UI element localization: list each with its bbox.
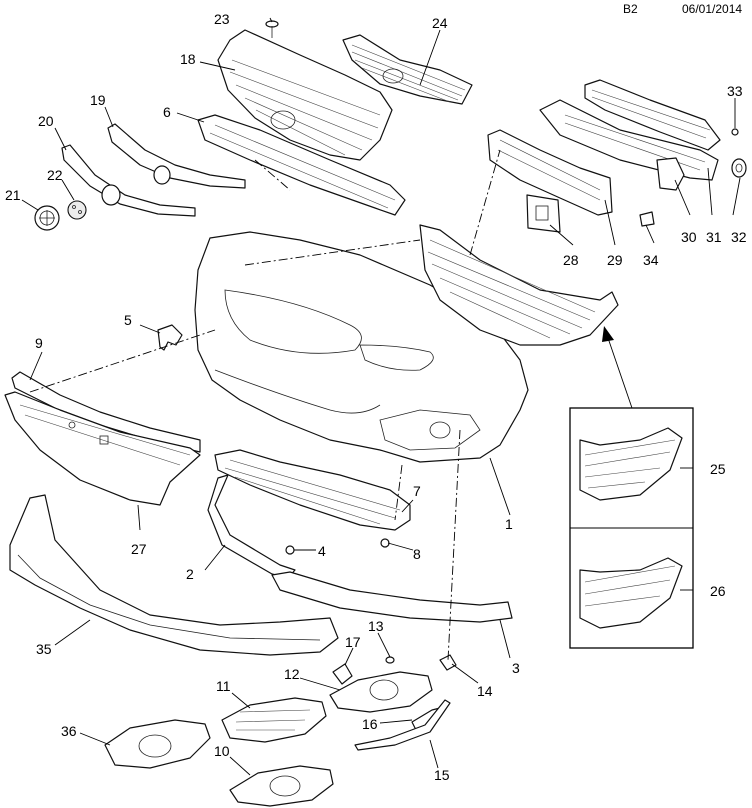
page-code: B2	[623, 2, 638, 16]
callout-15: 15	[434, 767, 450, 783]
part-29-air-guide	[487, 129, 613, 216]
part-22-emblem-cap	[67, 200, 87, 220]
part-12-fog-bezel	[329, 671, 433, 713]
callout-9: 9	[35, 335, 43, 351]
callout-7: 7	[413, 483, 421, 499]
callout-17: 17	[345, 634, 361, 650]
part-lower-grille	[419, 224, 619, 346]
callout-4: 4	[318, 543, 326, 559]
part-24-grille-insert	[342, 34, 473, 105]
part-2-strip	[207, 474, 296, 579]
callout-19: 19	[90, 92, 106, 108]
callout-26: 26	[710, 583, 726, 599]
callout-8: 8	[413, 546, 421, 562]
callout-1: 1	[505, 516, 513, 532]
callout-28: 28	[563, 252, 579, 268]
callout-24: 24	[432, 15, 448, 31]
part-6-bracket	[197, 114, 406, 216]
part-5-bracket	[157, 324, 183, 351]
inset-panel	[569, 407, 694, 649]
part-14-clip	[439, 654, 457, 671]
callout-18: 18	[180, 51, 196, 67]
callout-36: 36	[61, 723, 77, 739]
leader-lines	[21, 17, 741, 776]
part-28-plate	[526, 194, 561, 233]
callout-11: 11	[216, 678, 231, 694]
callout-3: 3	[512, 660, 520, 676]
callout-23: 23	[214, 11, 230, 27]
part-17-clip	[332, 663, 353, 685]
part-1-bumper-fascia	[194, 231, 529, 463]
part-21-emblem	[34, 205, 60, 231]
part-15-chrome-strip	[354, 699, 451, 751]
part-36-fog-bezel	[104, 719, 211, 769]
callout-33: 33	[727, 83, 743, 99]
part-10-fog-bezel	[229, 765, 334, 807]
part-3-molding	[271, 571, 513, 623]
callout-2: 2	[186, 566, 194, 582]
part-8-fastener	[380, 538, 390, 548]
part-33-screw	[731, 128, 739, 136]
part-19-chrome-strip	[107, 123, 246, 189]
part-9-trim	[11, 371, 201, 453]
part-23-screw	[265, 20, 279, 38]
part-20-chrome-strip	[61, 144, 196, 217]
part-18-main-grille	[217, 29, 393, 161]
part-30-actuator	[656, 157, 685, 191]
callout-31: 31	[706, 229, 722, 245]
callout-6: 6	[163, 104, 171, 120]
callout-35: 35	[36, 641, 52, 657]
part-11-fog-bezel	[221, 697, 327, 743]
callout-5: 5	[124, 312, 132, 328]
callout-10: 10	[214, 743, 230, 759]
part-35-spoiler	[9, 494, 339, 656]
callout-30: 30	[681, 229, 697, 245]
callout-22: 22	[47, 167, 63, 183]
diagram-date: 06/01/2014	[682, 2, 742, 16]
callout-25: 25	[710, 461, 726, 477]
part-4-fastener	[285, 545, 295, 555]
assembly-lines	[29, 149, 501, 661]
callout-16: 16	[362, 716, 378, 732]
part-27-panel	[4, 391, 201, 506]
callout-29: 29	[607, 252, 623, 268]
callout-21: 21	[5, 187, 21, 203]
part-34-clip	[639, 211, 655, 227]
callout-32: 32	[731, 229, 747, 245]
callout-34: 34	[643, 252, 659, 268]
part-lower-shield	[214, 449, 411, 531]
callout-20: 20	[38, 113, 54, 129]
callout-labels: 23 24 18 19 6 20 22 21 33 30 31 32 28 29…	[5, 11, 747, 783]
part-32-clip	[731, 158, 747, 178]
callout-13: 13	[368, 618, 384, 634]
inset-arrow	[602, 326, 633, 409]
callout-14: 14	[477, 683, 493, 699]
callout-27: 27	[131, 541, 147, 557]
part-13-screw	[385, 656, 395, 664]
callout-12: 12	[284, 666, 300, 682]
